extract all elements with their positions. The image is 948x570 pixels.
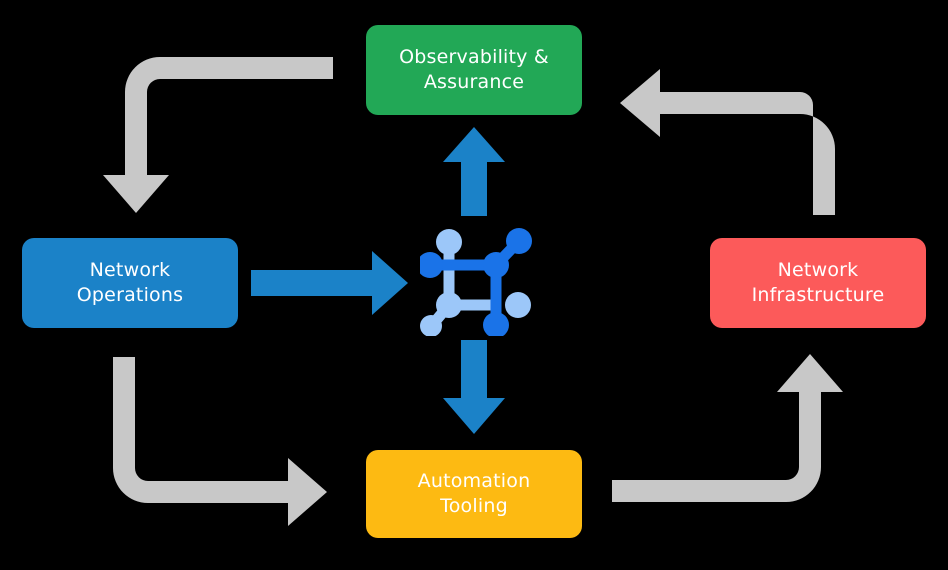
network-node-bottom-center: [483, 312, 509, 336]
network-topology-icon: [420, 228, 532, 336]
network-node-top-left: [436, 229, 462, 255]
network-node-center-hub: [483, 252, 509, 278]
arrow-center-to-automation: [443, 340, 505, 434]
node-observability-and-assurance[interactable]: Observability & Assurance: [366, 25, 582, 115]
arrow-automation-to-infrastructure: [612, 354, 843, 502]
network-icon-light-nodes: [420, 229, 531, 336]
network-node-left-hub: [420, 252, 443, 278]
node-automation-tooling[interactable]: Automation Tooling: [366, 450, 582, 538]
node-network-operations[interactable]: Network Operations: [22, 238, 238, 328]
network-node-mid-right: [505, 292, 531, 318]
node-network-infrastructure[interactable]: Network Infrastructure: [710, 238, 926, 328]
network-icon-dark-nodes: [420, 228, 532, 336]
network-node-mid-left-lower: [436, 292, 462, 318]
arrow-operations-to-automation: [113, 357, 327, 526]
network-node-bottom-far-left: [420, 315, 442, 336]
network-node-top-right: [506, 228, 532, 254]
arrow-infrastructure-to-observability: [620, 69, 835, 215]
arrow-observability-to-operations: [103, 57, 333, 213]
arrow-center-to-observability: [443, 127, 505, 216]
arrow-operations-to-center: [251, 251, 408, 315]
